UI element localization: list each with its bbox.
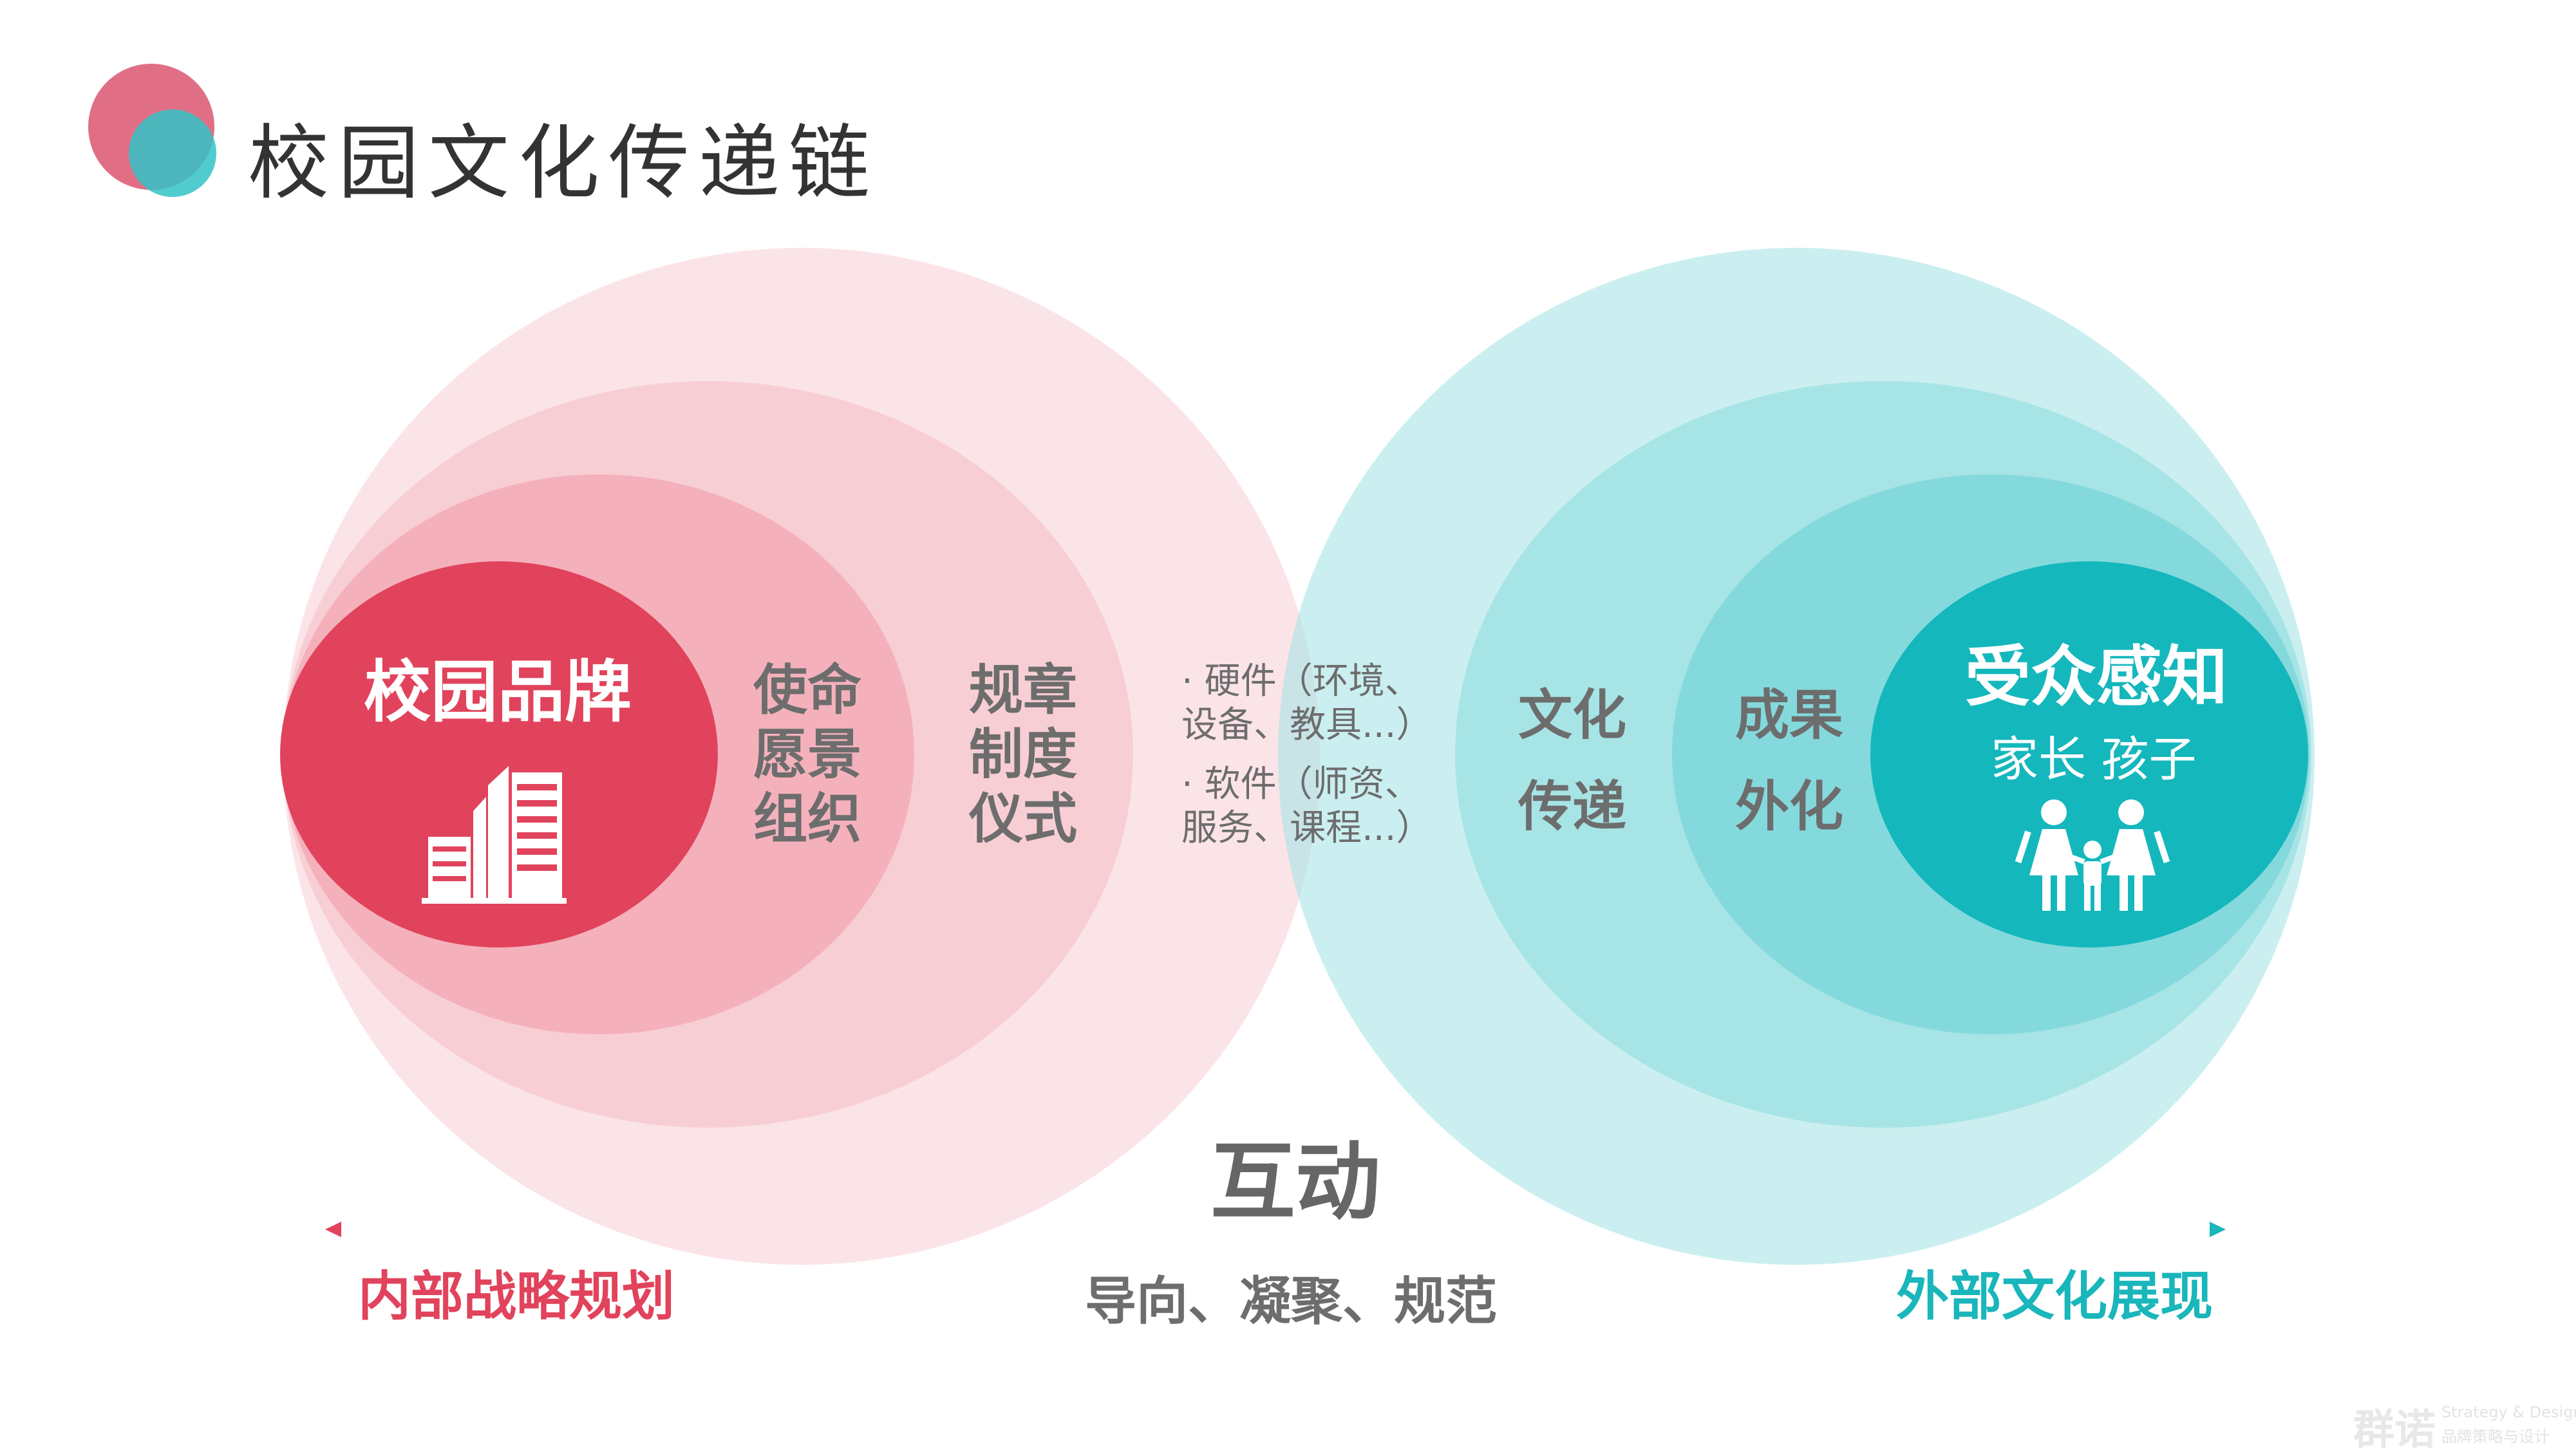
stack-item: 外化 <box>1735 775 1844 838</box>
guidance-label: 导向、凝聚、规范 <box>1085 1271 1497 1331</box>
audience-ellipse <box>1870 561 2308 947</box>
bullet-line: · 软件（师资、 <box>1181 763 1421 805</box>
rules-rituals-stack: 规章 制度 仪式 <box>969 658 1077 851</box>
stack-item: 组织 <box>753 787 862 850</box>
audience-sub-label: 家长 孩子 <box>1991 732 2197 787</box>
watermark-logo: 群诺 <box>2353 1406 2436 1454</box>
stack-item: 使命 <box>753 658 862 722</box>
watermark-line2: 品牌策略与设计 <box>2441 1428 2550 1446</box>
stack-item: 制度 <box>969 723 1078 786</box>
family-icon <box>2015 799 2170 911</box>
stack-item: 仪式 <box>969 787 1078 850</box>
stack-item: 成果 <box>1735 684 1844 747</box>
stack-item: 传递 <box>1518 775 1627 838</box>
mission-vision-stack: 使命 愿景 组织 <box>753 658 861 851</box>
hardware-bullet: · 硬件（环境、 设备、教具...） <box>1181 660 1432 747</box>
pink-outer-ellipse <box>283 248 1320 1265</box>
stack-item: 文化 <box>1518 684 1627 747</box>
title-logo-icon <box>88 64 216 197</box>
software-bullet: · 软件（师资、 服务、课程...） <box>1181 763 1432 850</box>
stack-item: 愿景 <box>753 723 862 786</box>
bullet-line: 设备、教具...） <box>1181 704 1433 746</box>
interaction-label: 互动 <box>1210 1133 1380 1232</box>
external-culture-label: 外部文化展现 <box>1896 1266 2214 1327</box>
bullet-line: 服务、课程...） <box>1181 807 1433 849</box>
page-title: 校园文化传递链 <box>248 116 879 210</box>
building-icon <box>422 766 567 904</box>
teal-outer-ellipse <box>1278 248 2315 1265</box>
stack-item: 规章 <box>969 658 1078 722</box>
audience-label: 受众感知 <box>1965 639 2228 716</box>
results-externalize-stack: 成果 外化 <box>1735 669 1843 852</box>
direction-axis-arrow <box>325 1222 2226 1237</box>
brand-ellipse <box>280 561 718 947</box>
internal-strategy-label: 内部战略规划 <box>358 1266 675 1327</box>
watermark-line1: Strategy & Design <box>2441 1403 2576 1421</box>
bullet-line: · 硬件（环境、 <box>1181 660 1421 702</box>
culture-transfer-stack: 文化 传递 <box>1518 669 1626 852</box>
brand-label: 校园品牌 <box>364 653 632 731</box>
